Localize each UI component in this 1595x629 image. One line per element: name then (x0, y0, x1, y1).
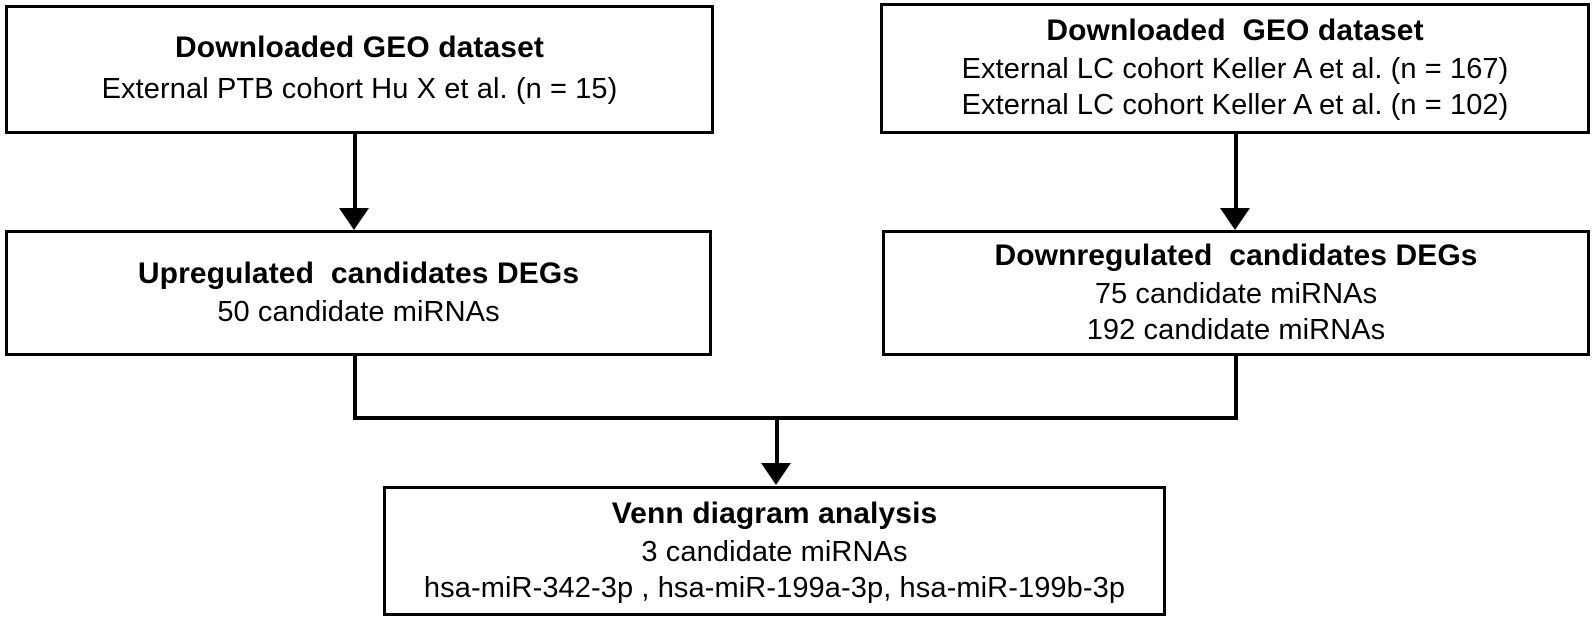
connector-line-top-right-to-mid-right (1234, 134, 1238, 212)
node-line: 75 candidate miRNAs (1094, 277, 1378, 310)
arrow-down-icon (761, 463, 791, 485)
connector-line-mid-right-drop (1234, 356, 1238, 420)
node-line-mirna-list: hsa-miR-342-3p , hsa-miR-199a-3p, hsa-mi… (423, 571, 1126, 604)
node-downloaded-geo-dataset-lc: Downloaded GEO dataset External LC cohor… (880, 3, 1590, 134)
node-downregulated-candidates-degs: Downregulated candidates DEGs 75 candida… (882, 230, 1590, 356)
node-line: External LC cohort Keller A et al. (n = … (961, 89, 1509, 122)
connector-line-mid-left-drop (353, 356, 357, 420)
connector-line-top-left-to-mid-left (353, 134, 357, 212)
node-title: Downloaded GEO dataset (175, 31, 544, 65)
node-line: 50 candidate miRNAs (217, 296, 500, 329)
node-line: External PTB cohort Hu X et al. (n = 15) (101, 72, 618, 105)
connector-line-merge-bar (353, 416, 1238, 420)
node-title: Downloaded GEO dataset (1046, 14, 1424, 48)
node-title: Downregulated candidates DEGs (994, 238, 1478, 272)
arrow-down-icon (1220, 208, 1250, 230)
node-title: Venn diagram analysis (611, 496, 938, 530)
node-upregulated-candidates-degs: Upregulated candidates DEGs 50 candidate… (5, 230, 712, 356)
node-venn-diagram-analysis: Venn diagram analysis 3 candidate miRNAs… (383, 486, 1166, 616)
node-line: 192 candidate miRNAs (1086, 313, 1386, 346)
node-title: Upregulated candidates DEGs (137, 256, 580, 290)
node-line: 3 candidate miRNAs (641, 535, 908, 568)
node-downloaded-geo-dataset-ptb: Downloaded GEO dataset External PTB coho… (5, 5, 714, 134)
connector-line-merge-to-bottom (775, 418, 779, 466)
node-line: External LC cohort Keller A et al. (n = … (961, 53, 1509, 86)
arrow-down-icon (339, 208, 369, 230)
